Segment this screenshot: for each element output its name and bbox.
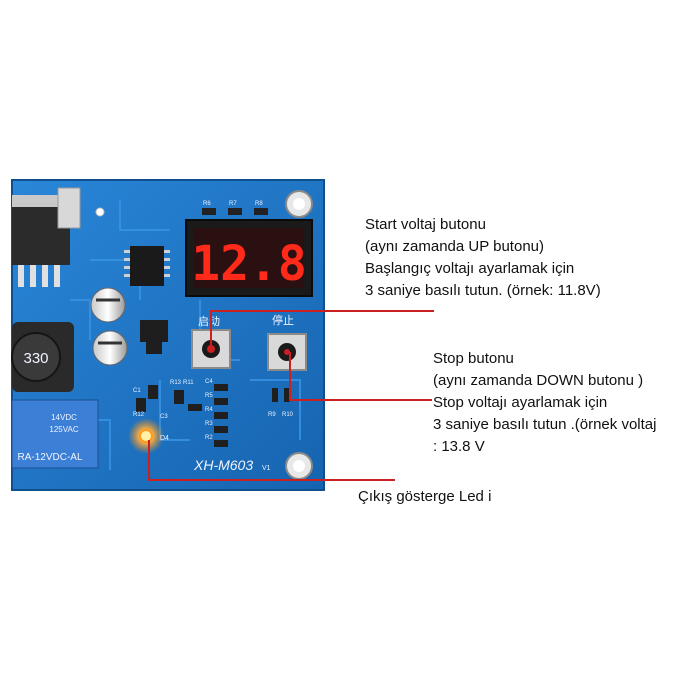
stop-button[interactable]	[267, 333, 307, 371]
ref-r6: R6	[203, 201, 211, 207]
ref-r10: R10	[282, 412, 294, 418]
seven-segment-display: 12.8	[185, 219, 313, 297]
ref-r5: R5	[205, 393, 213, 399]
led-callout-line	[148, 440, 395, 481]
stop-annotation-line-5: : 13.8 V	[433, 438, 485, 455]
board-version-label: V1	[262, 465, 271, 472]
smd-components	[136, 384, 290, 447]
ref-r8: R8	[255, 201, 263, 207]
start-button-annotation: Start voltaj butonu (aynı zamanda UP but…	[365, 214, 601, 302]
board-model-label: XH-M603	[193, 457, 253, 473]
start-annotation-line-4: 3 saniye basılı tutun. (örnek: 11.8V)	[365, 282, 601, 299]
capacitor-2	[92, 330, 128, 366]
stop-callout-line	[289, 352, 432, 401]
ref-r7: R7	[229, 201, 237, 207]
start-callout-line	[210, 310, 434, 349]
ref-c1: C1	[133, 388, 141, 394]
transistor	[140, 320, 168, 354]
voltage-regulator	[12, 187, 81, 287]
inductor-code: 330	[23, 350, 48, 367]
inductor: 330	[11, 322, 74, 392]
ref-r2: R2	[205, 435, 213, 441]
mounting-hole-top	[285, 190, 313, 218]
ref-r4: R4	[205, 407, 213, 413]
stop-annotation-line-4: 3 saniye basılı tutun .(örnek voltaj	[433, 416, 657, 433]
stop-annotation-line-2: (aynı zamanda DOWN butonu )	[433, 372, 644, 389]
ic-chip	[124, 246, 170, 286]
start-annotation-line-1: Start voltaj butonu	[365, 216, 486, 233]
relay-model: RA-12VDC-AL	[17, 452, 82, 463]
stop-annotation-line-1: Stop butonu	[433, 350, 514, 367]
ref-r3: R3	[205, 421, 213, 427]
stop-silk-label: 停止	[272, 313, 294, 327]
led-ref-label: D4	[160, 435, 169, 442]
output-led	[128, 418, 164, 454]
ref-r11: R11	[183, 380, 194, 386]
led-annotation: Çıkış gösterge Led i	[358, 486, 491, 508]
stop-annotation-line-3: Stop voltajı ayarlamak için	[433, 394, 608, 411]
relay-text-2: 125VAC	[49, 425, 78, 434]
display-resistors	[202, 208, 268, 215]
capacitor-1	[90, 287, 126, 323]
relay: 14VDC 125VAC RA-12VDC-AL	[11, 399, 99, 469]
start-annotation-line-3: Başlangıç voltajı ayarlamak için	[365, 260, 575, 277]
start-silk-label: 启动	[198, 315, 220, 328]
led-annotation-line-1: Çıkış gösterge Led i	[358, 488, 492, 505]
ref-r13: R13	[170, 380, 182, 386]
ref-c3: C3	[160, 414, 168, 420]
ref-c4: C4	[205, 379, 213, 385]
stop-button-annotation: Stop butonu (aynı zamanda DOWN butonu ) …	[433, 348, 656, 458]
ref-r9: R9	[268, 412, 276, 418]
relay-text-1: 14VDC	[51, 413, 77, 422]
mounting-hole-bottom	[285, 452, 313, 480]
start-annotation-line-2: (aynı zamanda UP butonu)	[365, 238, 544, 255]
ref-r12: R12	[133, 412, 145, 418]
display-readout: 12.8	[191, 236, 307, 292]
